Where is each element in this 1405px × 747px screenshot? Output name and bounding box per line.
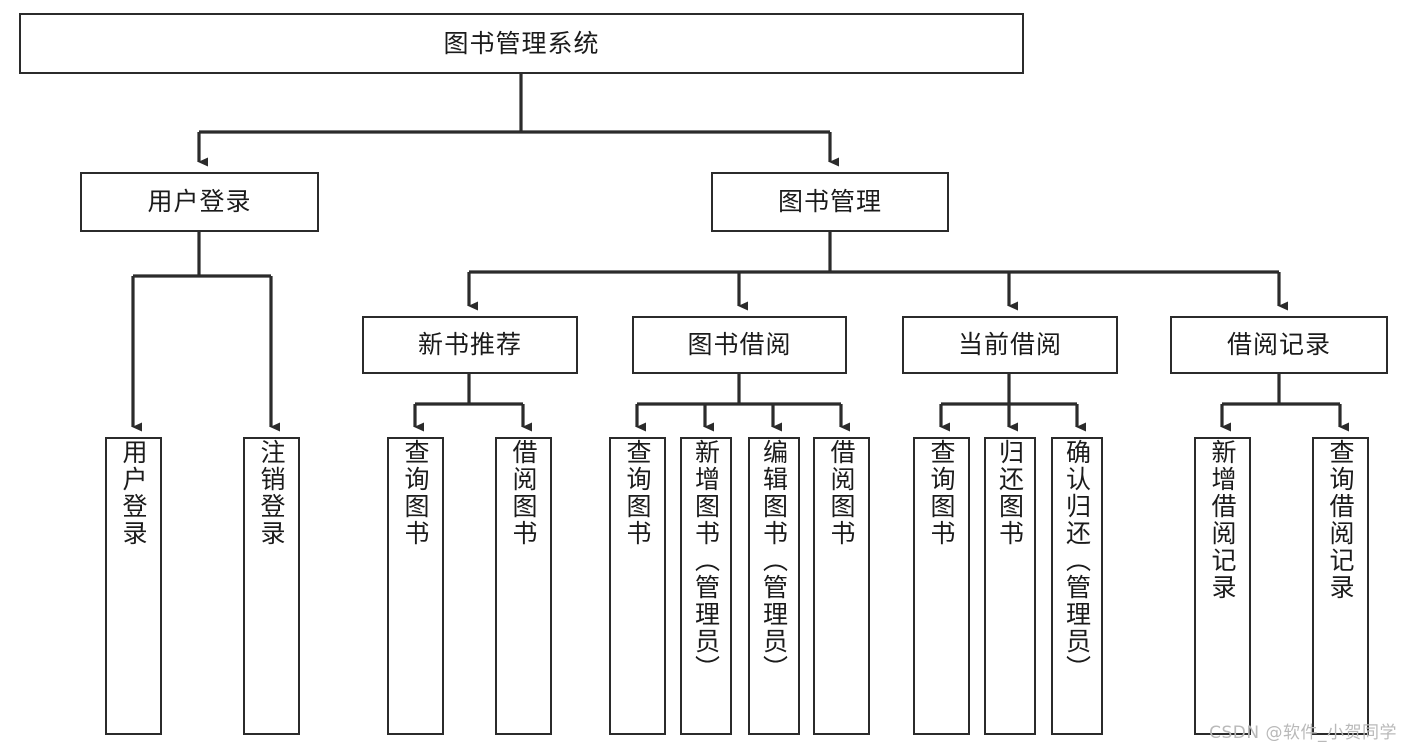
leaf-label: 用户登录 [119,439,148,547]
node-book-borrow[interactable]: 图书借阅 [632,316,847,374]
leaf-label: 借阅图书 [827,439,856,547]
leaf-current-borrow-return[interactable]: 归还图书 [984,437,1036,735]
node-user-login[interactable]: 用户登录 [80,172,319,232]
leaf-label: 确认归还（管理员） [1062,439,1092,682]
node-new-book-recommend[interactable]: 新书推荐 [362,316,578,374]
node-book-management[interactable]: 图书管理 [711,172,949,232]
leaf-borrow-record-add[interactable]: 新增借阅记录 [1194,437,1251,735]
leaf-label: 新增借阅记录 [1208,439,1237,601]
leaf-book-borrow-add[interactable]: 新增图书（管理员） [680,437,732,735]
leaf-current-borrow-query[interactable]: 查询图书 [913,437,970,735]
leaf-user-login-signout[interactable]: 注销登录 [243,437,300,735]
leaf-current-borrow-confirm[interactable]: 确认归还（管理员） [1051,437,1103,735]
leaf-user-login-signin[interactable]: 用户登录 [105,437,162,735]
node-current-borrow[interactable]: 当前借阅 [902,316,1118,374]
node-root-system[interactable]: 图书管理系统 [19,13,1024,74]
leaf-book-borrow-borrow[interactable]: 借阅图书 [813,437,870,735]
leaf-new-book-borrow[interactable]: 借阅图书 [495,437,552,735]
node-borrow-record[interactable]: 借阅记录 [1170,316,1388,374]
leaf-label: 查询图书 [623,439,652,547]
leaf-label: 查询图书 [401,439,430,547]
leaf-book-borrow-edit[interactable]: 编辑图书（管理员） [748,437,800,735]
leaf-book-borrow-query[interactable]: 查询图书 [609,437,666,735]
leaf-label: 注销登录 [257,439,286,547]
leaf-label: 新增图书（管理员） [691,439,721,682]
leaf-label: 查询图书 [927,439,956,547]
leaf-borrow-record-query[interactable]: 查询借阅记录 [1312,437,1369,735]
leaf-new-book-query[interactable]: 查询图书 [387,437,444,735]
csdn-watermark: CSDN @软件_小贺同学 [1209,723,1397,743]
leaf-label: 借阅图书 [509,439,538,547]
leaf-label: 编辑图书（管理员） [759,439,789,682]
leaf-label: 归还图书 [995,439,1025,547]
leaf-label: 查询借阅记录 [1326,439,1355,601]
